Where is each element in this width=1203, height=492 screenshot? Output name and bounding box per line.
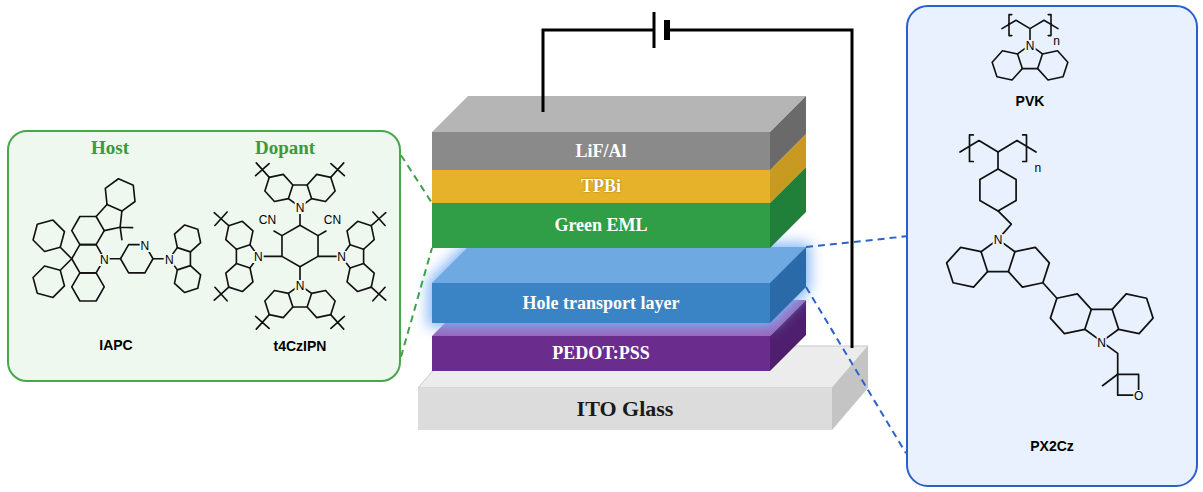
layer-side-face	[770, 247, 806, 323]
atom-label: N	[336, 251, 347, 263]
device-layer: PEDOT:PSS	[432, 336, 770, 371]
molecule-name: IAPC	[99, 337, 132, 353]
layer-top-face	[432, 167, 806, 203]
zoom-connector	[401, 248, 432, 357]
label-slot: N	[1096, 333, 1107, 351]
atom-label: n	[1052, 35, 1061, 47]
atom-label: N	[253, 251, 264, 263]
label-slot: N	[993, 230, 1004, 248]
battery-symbol	[664, 20, 670, 40]
substrate-layer: ITO Glass	[418, 388, 832, 430]
label-slot: N	[164, 250, 175, 268]
atom-label: N	[993, 234, 1004, 246]
material-panel: PVK PX2Cz	[906, 5, 1198, 487]
label-slot: N	[295, 276, 306, 294]
layer-name: TPBi	[581, 176, 621, 197]
battery-symbol	[653, 12, 656, 48]
layer-glow	[428, 243, 810, 327]
label-slot: N	[336, 247, 347, 265]
label-slot: N	[295, 198, 306, 216]
dopant-molecule	[214, 163, 385, 329]
label-slot: N	[1025, 36, 1036, 54]
atom-label: CN	[323, 214, 342, 226]
atom-label: O	[1133, 390, 1144, 402]
label-slot: CN	[323, 210, 342, 228]
panel-heading: Host	[91, 137, 129, 159]
wire	[543, 30, 654, 112]
layer-name: PEDOT:PSS	[552, 343, 650, 364]
polymer-molecule	[992, 15, 1068, 80]
text-slot: PX2Cz	[1030, 437, 1074, 455]
molecule-name: t4CzIPN	[274, 338, 327, 354]
label-slot: O	[1133, 386, 1144, 404]
label-slot: N	[99, 250, 110, 268]
panel-heading: Dopant	[255, 137, 315, 159]
zoom-connector	[806, 236, 906, 247]
layer-name: Green EML	[554, 215, 647, 236]
text-slot: t4CzIPN	[274, 337, 327, 355]
atom-label: N	[295, 280, 306, 292]
device-layer: Hole transport layer	[432, 283, 770, 323]
text-slot: Host	[91, 137, 129, 159]
atom-label: N	[1025, 40, 1036, 52]
layer-name: Hole transport layer	[523, 293, 680, 314]
zoom-connector	[401, 155, 432, 203]
molecule-name: PX2Cz	[1030, 438, 1074, 454]
atom-label: N	[164, 254, 175, 266]
layer-side-face	[770, 96, 806, 170]
label-slot: n	[1052, 31, 1061, 49]
polymer-molecule	[947, 135, 1153, 395]
text-slot: PVK	[1016, 92, 1045, 110]
device-layer: Green EML	[432, 203, 770, 248]
text-slot: Dopant	[255, 137, 315, 159]
layer-name: LiF/Al	[575, 141, 626, 162]
layer-top-face	[432, 96, 806, 132]
layer-top-face	[432, 247, 806, 283]
atom-label: N	[1096, 337, 1107, 349]
label-slot: CN	[258, 210, 277, 228]
atom-label: N	[99, 254, 110, 266]
device-layer: TPBi	[432, 170, 770, 203]
atom-label: N	[140, 240, 151, 252]
label-slot: N	[253, 247, 264, 265]
label-slot: n	[1034, 158, 1043, 176]
layer-name: ITO Glass	[577, 396, 674, 421]
atom-label: n	[1034, 162, 1043, 174]
molecule-name: PVK	[1016, 93, 1045, 109]
text-slot: IAPC	[99, 336, 132, 354]
atom-label: N	[295, 202, 306, 214]
host-molecule	[31, 179, 201, 301]
atom-label: CN	[258, 214, 277, 226]
label-slot: N	[140, 236, 151, 254]
device-layer: LiF/Al	[432, 132, 770, 170]
